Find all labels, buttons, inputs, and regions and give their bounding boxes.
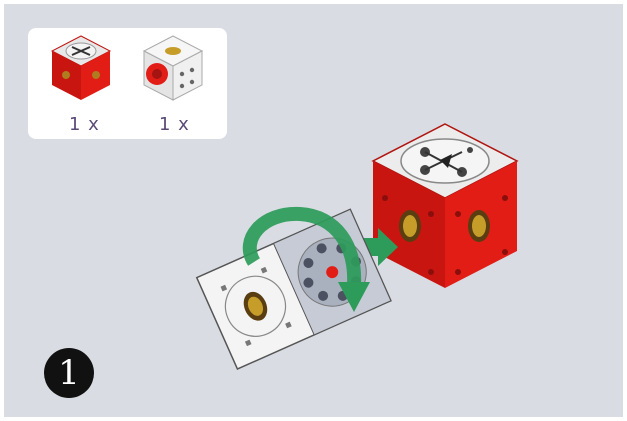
red-cube-assembly [373, 124, 517, 288]
step-number-badge: 1 [44, 348, 94, 398]
